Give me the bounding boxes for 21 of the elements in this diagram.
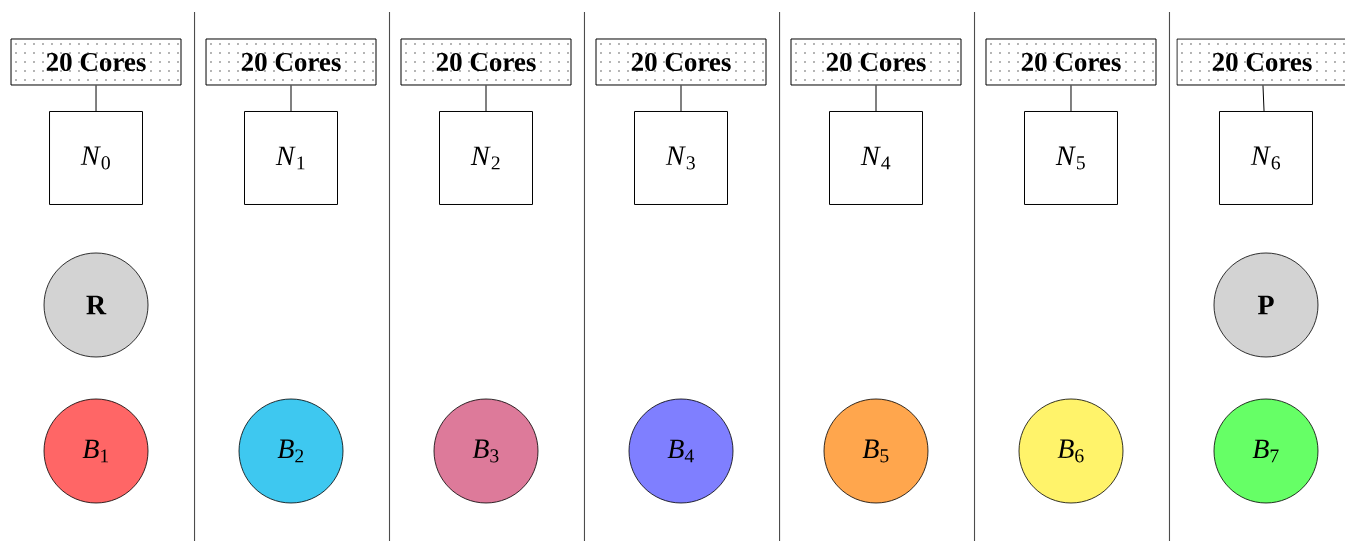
connector-line (485, 85, 487, 112)
connector-line (680, 85, 682, 112)
node-box: N$_{0}$ (49, 111, 143, 205)
node-box: N$_{3}$ (634, 111, 728, 205)
cores-box: 20 Cores (205, 38, 377, 86)
cores-box: 20 Cores (595, 38, 767, 86)
node-box: N$_{1}$ (244, 111, 338, 205)
connector-line (875, 85, 877, 112)
cores-box: 20 Cores (1176, 38, 1345, 86)
cores-box: 20 Cores (400, 38, 572, 86)
connector-line (290, 85, 292, 112)
node-box: N$_{6}$ (1219, 111, 1313, 205)
cores-box: 20 Cores (790, 38, 962, 86)
node-box: N$_{4}$ (829, 111, 923, 205)
connector-line (95, 85, 97, 112)
cores-box: 20 Cores (10, 38, 182, 86)
connector-line (1262, 85, 1265, 112)
connector-line (1070, 85, 1072, 112)
node-box: N$_{2}$ (439, 111, 533, 205)
cores-box: 20 Cores (985, 38, 1157, 86)
node-box: N$_{5}$ (1024, 111, 1118, 205)
